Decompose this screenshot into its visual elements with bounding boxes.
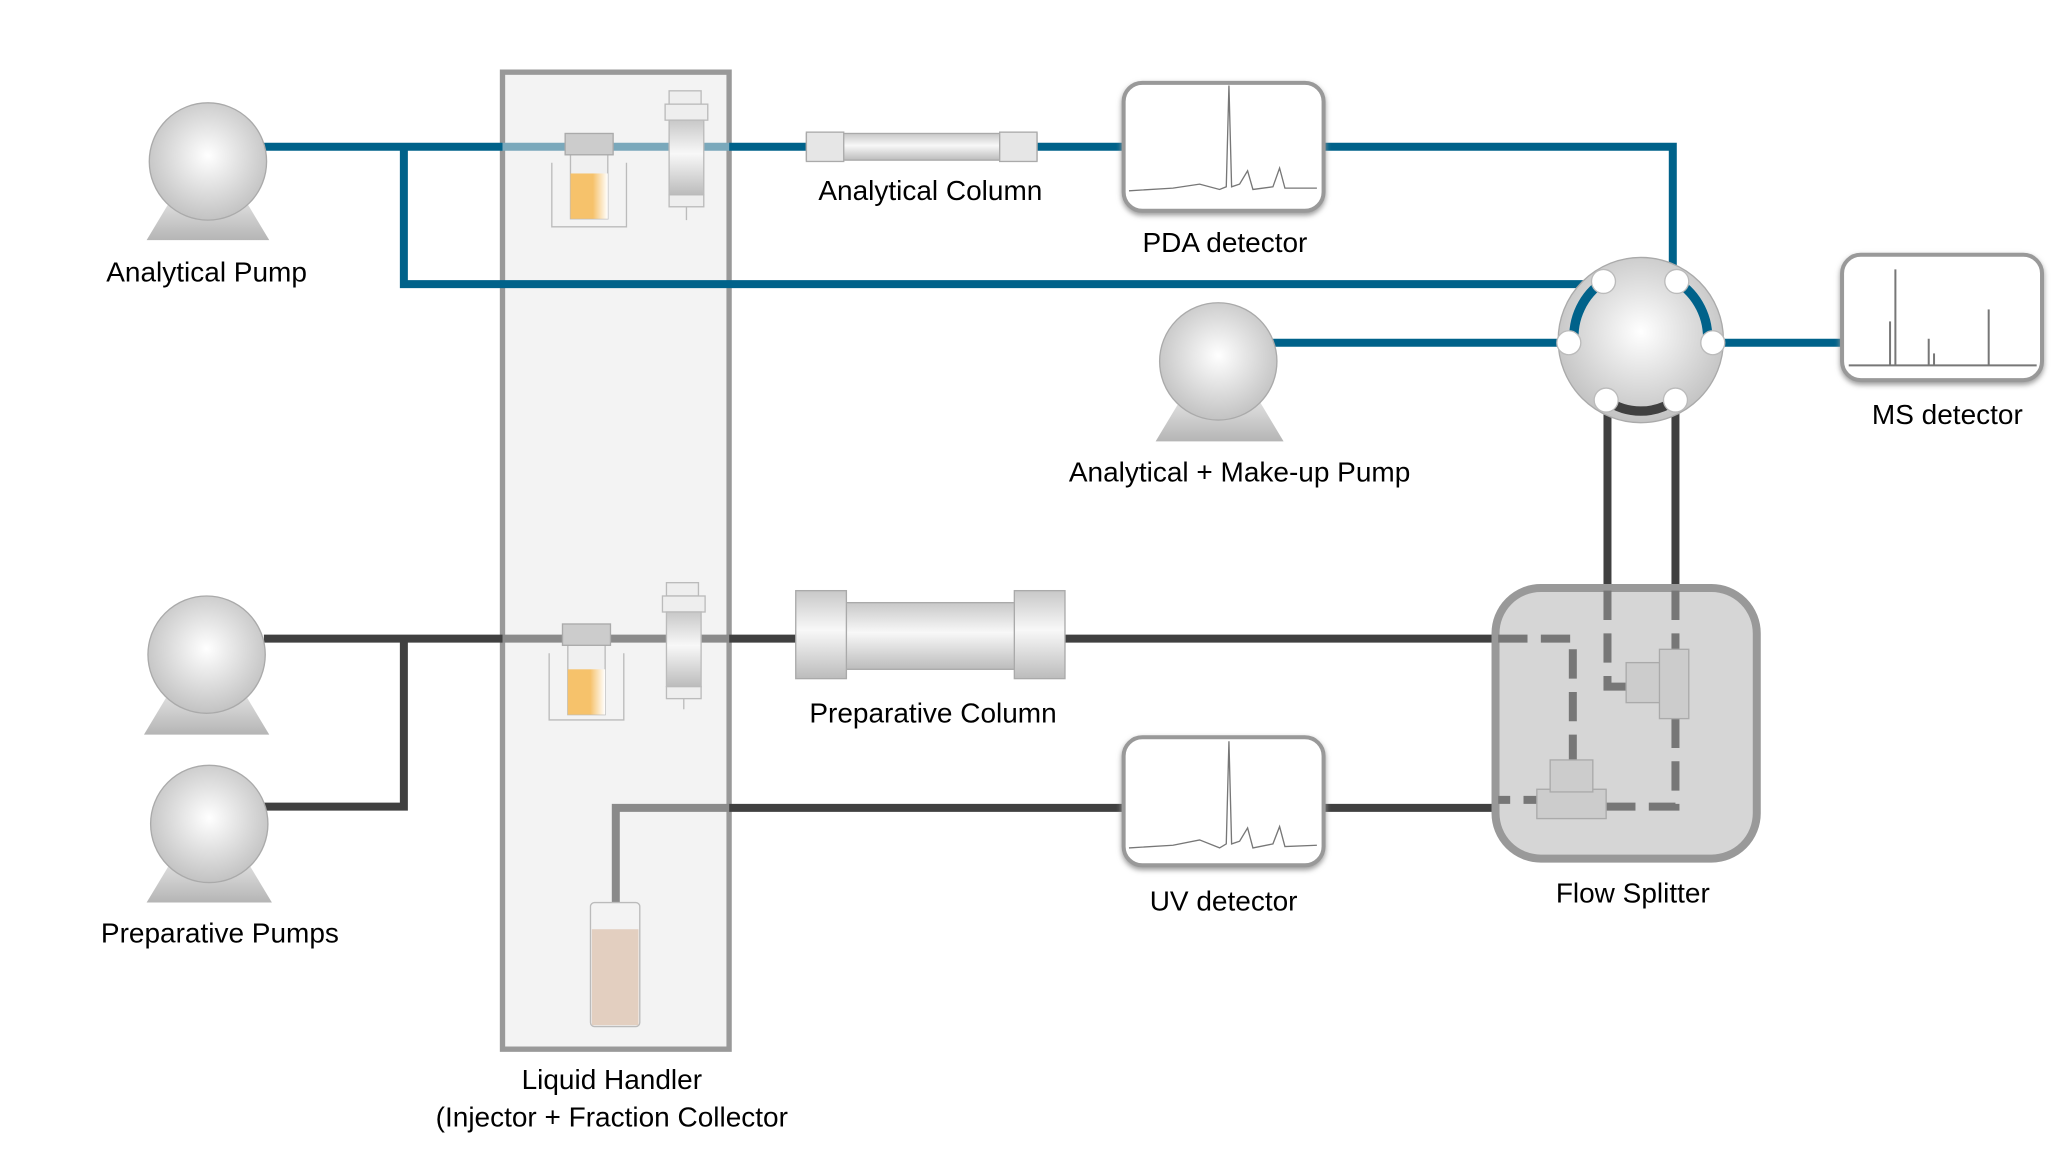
flow-splitter-label: Flow Splitter	[1556, 878, 1710, 909]
uv-detector	[1121, 735, 1326, 868]
sample-vial-preparative	[548, 623, 625, 721]
liquid-handler-label: Liquid Handler	[522, 1064, 702, 1095]
makeup-pump-label: Analytical + Make-up Pump	[1069, 456, 1410, 487]
preparative-column	[795, 589, 1066, 680]
ms-detector	[1840, 252, 2045, 383]
switching-valve	[1556, 256, 1726, 424]
preparative-pump-1	[143, 595, 270, 735]
preparative-pump-2	[146, 764, 272, 903]
sample-vial-analytical	[551, 132, 628, 228]
syringe-analytical	[664, 90, 709, 221]
flow-splitter	[1491, 583, 1761, 863]
preparative-pumps-label: Preparative Pumps	[101, 918, 339, 949]
preparative-flow-lines	[263, 400, 1680, 812]
analytical-pump	[146, 102, 270, 241]
analytical-column	[805, 131, 1038, 163]
liquid-handler-sublabel: (Injector + Fraction Collector	[436, 1101, 788, 1132]
syringe-preparative	[661, 581, 706, 710]
pda-detector-label: PDA detector	[1142, 227, 1307, 258]
analytical-pump-label: Analytical Pump	[106, 256, 307, 287]
analytical-flow-lines	[263, 142, 1843, 347]
fraction-line	[611, 803, 730, 907]
uv-detector-label: UV detector	[1150, 886, 1298, 917]
ms-detector-label: MS detector	[1872, 399, 2023, 430]
analytical-column-label: Analytical Column	[818, 175, 1042, 206]
fraction-tube	[589, 901, 641, 1028]
pda-detector	[1121, 80, 1326, 213]
preparative-column-label: Preparative Column	[809, 698, 1056, 729]
makeup-pump	[1155, 302, 1284, 442]
